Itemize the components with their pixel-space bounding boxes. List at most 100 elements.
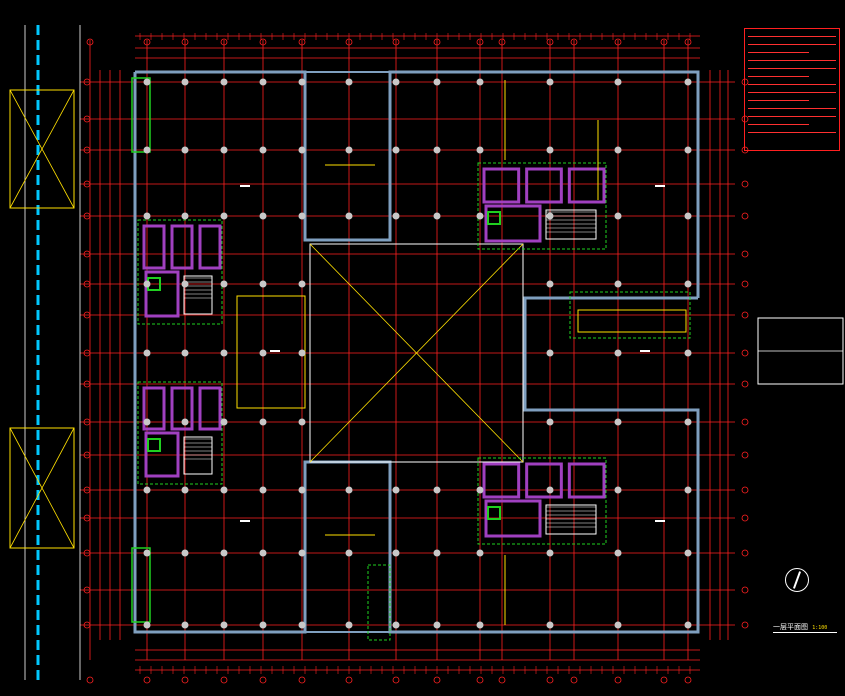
core-room — [198, 386, 222, 431]
room-label-mark — [655, 185, 665, 187]
room-label-mark — [240, 185, 250, 187]
column-icon — [181, 349, 189, 357]
column-icon — [433, 486, 441, 494]
room-label-mark — [270, 350, 280, 352]
column-icon — [259, 212, 267, 220]
column-icon — [220, 549, 228, 557]
column-icon — [433, 146, 441, 154]
note-line — [748, 94, 809, 101]
stair-icon — [183, 436, 213, 475]
axis-bubble — [83, 78, 91, 86]
axis-bubble — [83, 586, 91, 594]
column-icon — [614, 486, 622, 494]
note-line — [748, 78, 836, 85]
column-icon — [181, 549, 189, 557]
column-icon — [614, 549, 622, 557]
column-icon — [476, 621, 484, 629]
note-line — [748, 110, 836, 117]
column-icon — [684, 349, 692, 357]
column-icon — [143, 549, 151, 557]
note-line — [748, 70, 809, 77]
column-icon — [614, 621, 622, 629]
axis-bubble — [684, 676, 692, 684]
core-room — [525, 167, 563, 204]
column-icon — [181, 486, 189, 494]
column-icon — [259, 349, 267, 357]
column-icon — [614, 212, 622, 220]
note-line — [748, 54, 836, 61]
column-icon — [259, 280, 267, 288]
axis-bubble — [741, 250, 749, 258]
core-room — [567, 462, 606, 499]
axis-bubble — [684, 38, 692, 46]
dimension-lines — [99, 33, 729, 674]
column-icon — [220, 349, 228, 357]
column-icon — [220, 621, 228, 629]
note-line — [748, 62, 836, 69]
core-room — [484, 204, 542, 243]
axis-bubble — [660, 38, 668, 46]
axis-bubble — [298, 38, 306, 46]
axis-bubble — [741, 586, 749, 594]
note-line — [748, 86, 836, 93]
column-icon — [345, 486, 353, 494]
column-icon — [546, 418, 554, 426]
axis-bubble — [392, 38, 400, 46]
column-icon — [220, 212, 228, 220]
axis-bubble — [741, 280, 749, 288]
axis-bubble — [741, 549, 749, 557]
axis-bubble — [83, 146, 91, 154]
wall-outline — [133, 72, 700, 634]
note-line — [748, 102, 836, 109]
axis-bubble — [741, 311, 749, 319]
axis-bubble — [392, 676, 400, 684]
axis-bubble — [476, 38, 484, 46]
axis-bubble — [83, 115, 91, 123]
column-icon — [259, 549, 267, 557]
column-icon — [181, 280, 189, 288]
elevator-icon — [487, 506, 501, 520]
central-atrium — [236, 243, 524, 463]
room-label-mark — [240, 520, 250, 522]
axis-grid — [80, 38, 749, 684]
column-icon — [614, 280, 622, 288]
elevator-icon — [487, 211, 501, 225]
column-icon — [259, 621, 267, 629]
column-icon — [546, 486, 554, 494]
exterior-walls — [133, 70, 700, 634]
column-icon — [259, 78, 267, 86]
column-icon — [298, 349, 306, 357]
core-room — [484, 499, 542, 538]
axis-bubble — [86, 38, 94, 46]
column-icon — [143, 212, 151, 220]
room-label-mark — [655, 520, 665, 522]
core-room — [525, 462, 563, 499]
core-room — [198, 224, 222, 270]
stair-icon — [545, 504, 597, 535]
core-room — [144, 270, 180, 318]
note-line — [748, 126, 836, 133]
column-icon — [220, 418, 228, 426]
axis-bubble — [83, 549, 91, 557]
column-icon — [143, 280, 151, 288]
axis-bubble — [546, 38, 554, 46]
axis-bubble — [741, 78, 749, 86]
annotations — [240, 80, 665, 625]
axis-bubble — [741, 486, 749, 494]
axis-bubble — [83, 180, 91, 188]
axis-bubble — [83, 418, 91, 426]
column-icon — [298, 621, 306, 629]
core-room — [142, 224, 166, 270]
column-icon — [476, 549, 484, 557]
column-icon — [546, 549, 554, 557]
column-icon — [476, 78, 484, 86]
planter — [9, 89, 75, 209]
elevator-icon — [147, 438, 161, 452]
left-site-strip — [9, 25, 844, 680]
axis-bubble — [86, 676, 94, 684]
axis-bubble — [345, 676, 353, 684]
core-outline — [477, 457, 607, 545]
north-arrow-icon — [785, 568, 809, 592]
column-icon — [298, 486, 306, 494]
